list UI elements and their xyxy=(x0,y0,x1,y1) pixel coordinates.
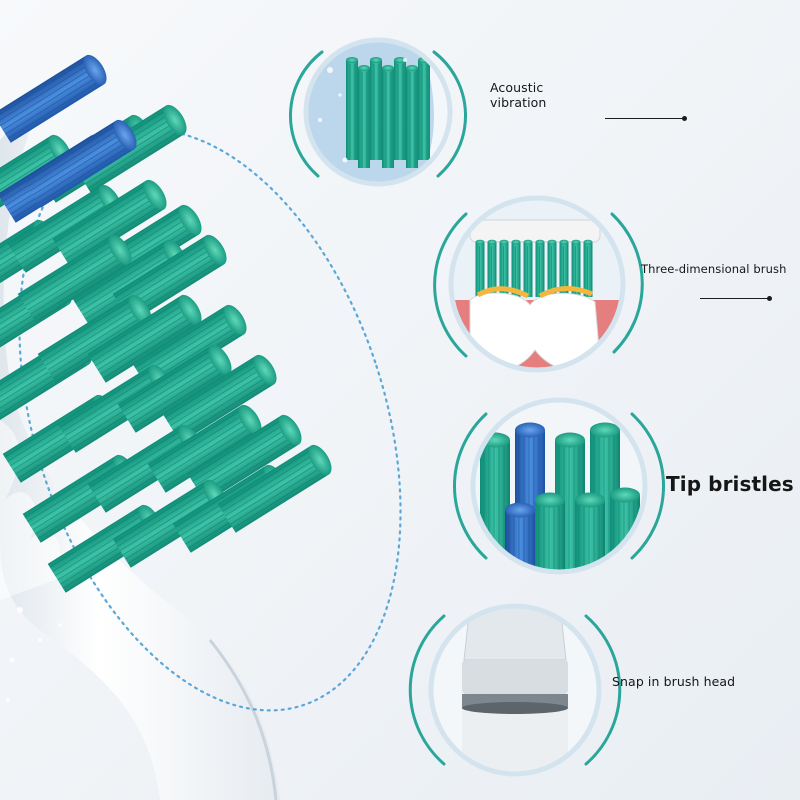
feature-label-line: vibration xyxy=(490,95,547,110)
teal-bristle-tuft xyxy=(583,239,593,297)
leader-line xyxy=(700,296,772,301)
acoustic-vibration-icon xyxy=(289,37,467,187)
teal-bristle-tuft xyxy=(117,344,232,433)
teal-bristle-tuft xyxy=(370,57,382,160)
feature-label-snap-in-brush-head: Snap in brush head xyxy=(612,674,736,689)
tip-bristles-icon xyxy=(452,397,666,575)
teal-bristle-tuft xyxy=(358,65,370,168)
teal-bristle-tuft xyxy=(406,65,418,168)
feature-label-line: Acoustic xyxy=(490,80,544,95)
feature-label-three-dimensional-brush: Three-dimensional brush xyxy=(641,262,787,276)
three-dimensional-brush-icon xyxy=(433,195,644,373)
teal-bristle-tuft xyxy=(346,57,358,160)
teal-bristle-tuft xyxy=(162,354,277,443)
teal-bristle-tuft xyxy=(217,444,332,533)
teal-bristle-tuft xyxy=(37,294,152,383)
teal-bristle-tuft xyxy=(523,239,533,297)
teal-bristle-tuft xyxy=(418,57,430,160)
teal-bristle-tuft xyxy=(147,404,262,493)
blue-bristle-tuft xyxy=(22,119,137,208)
teal-bristle-tuft xyxy=(382,65,394,168)
teal-bristle-tuft xyxy=(187,414,302,503)
blue-bristle-tuft xyxy=(0,54,107,143)
teal-bristle-tuft xyxy=(87,294,202,383)
leader-line xyxy=(605,116,687,121)
snap-in-brush-head-icon xyxy=(408,603,622,777)
bristle-tufts xyxy=(0,54,332,593)
teal-bristle-tuft xyxy=(535,239,545,297)
teal-bristle-tuft xyxy=(394,57,406,160)
feature-label-acoustic-vibration: Acoustic vibration xyxy=(490,80,600,110)
teal-bristle-tuft xyxy=(535,492,565,572)
feature-label-tip-bristles: Tip bristles xyxy=(666,472,794,496)
teal-bristle-tuft xyxy=(17,234,132,323)
dotted-highlight-ring xyxy=(18,128,402,712)
teal-bristle-tuft xyxy=(475,239,485,297)
